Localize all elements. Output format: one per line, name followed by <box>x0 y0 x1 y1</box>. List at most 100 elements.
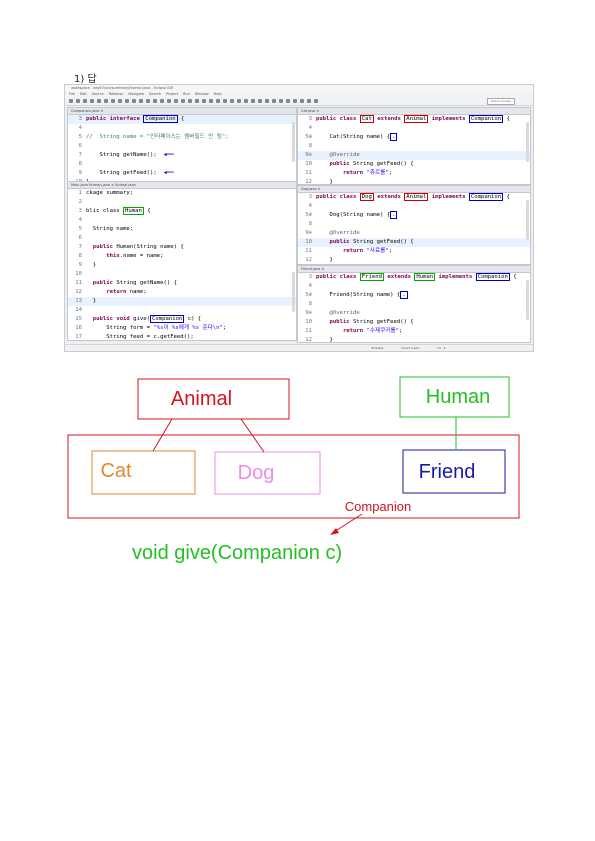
toolbar-icon[interactable] <box>90 99 94 103</box>
toolbar-icon[interactable] <box>174 99 178 103</box>
code-line[interactable]: 5⊕ Cat(String name) {. <box>298 133 530 142</box>
menu-item-project[interactable]: Project <box>166 92 179 96</box>
toolbar-icon[interactable] <box>209 99 213 103</box>
toolbar-icon[interactable] <box>216 99 220 103</box>
menu-item-source[interactable]: Source <box>91 92 104 96</box>
code-line[interactable]: 9⊖ @Override <box>298 151 530 160</box>
toolbar-icon[interactable] <box>307 99 311 103</box>
tab-human[interactable]: Main.java Human.java ✕ Animal.java <box>68 182 296 189</box>
code-line[interactable]: 16 String form = "%s이 %s에게 %s 준다\n"; <box>68 324 296 333</box>
code-line[interactable]: 4 <box>298 282 530 291</box>
code-line[interactable]: 8 <box>68 160 296 169</box>
code-line[interactable]: 14 <box>68 306 296 315</box>
toolbar-icon[interactable] <box>104 99 108 103</box>
toolbar-icon[interactable] <box>153 99 157 103</box>
code-line[interactable]: 12 } <box>298 178 530 184</box>
code-line[interactable]: 4 <box>298 124 530 133</box>
menu-item-file[interactable]: File <box>69 92 75 96</box>
code-line[interactable]: 10 public String getFeed() { <box>298 318 530 327</box>
toolbar-icon[interactable] <box>146 99 150 103</box>
menu-item-refactor[interactable]: Refactor <box>108 92 124 96</box>
toolbar-icon[interactable] <box>237 99 241 103</box>
tab-cat[interactable]: Cat.java ✕ <box>298 108 530 115</box>
toolbar-icon[interactable] <box>258 99 262 103</box>
code-line[interactable]: 11 public String getName() { <box>68 279 296 288</box>
scrollbar[interactable] <box>526 280 529 320</box>
toolbar-icon[interactable] <box>244 99 248 103</box>
code-line[interactable]: 11 return "사료를"; <box>298 247 530 256</box>
code-line[interactable]: 8 <box>298 300 530 309</box>
code-line[interactable]: 12 } <box>298 256 530 264</box>
toolbar-icon[interactable] <box>230 99 234 103</box>
code-line[interactable]: 11 return "수제쿠키를"; <box>298 327 530 336</box>
code-line[interactable]: 9 String getFeed(); ◀━━ <box>68 169 296 178</box>
toolbar-icon[interactable] <box>139 99 143 103</box>
scrollbar[interactable] <box>292 272 295 312</box>
tab-companion[interactable]: Companion.java ✕ <box>68 108 296 115</box>
menu-item-search[interactable]: Search <box>149 92 162 96</box>
code-line[interactable]: 4 <box>68 216 296 225</box>
code-line[interactable]: 11 return "츄르를"; <box>298 169 530 178</box>
toolbar-icon[interactable] <box>132 99 136 103</box>
toolbar-icon[interactable] <box>300 99 304 103</box>
tab-dog[interactable]: Dog.java ✕ <box>298 186 530 193</box>
scrollbar[interactable] <box>526 122 529 162</box>
tab-friend[interactable]: Friend.java ✕ <box>298 266 530 273</box>
menu-item-edit[interactable]: Edit <box>79 92 87 96</box>
code-line[interactable]: 4 <box>68 124 296 133</box>
code-line[interactable]: 9⊖ @Override <box>298 309 530 318</box>
code-line[interactable]: 5⊕ Friend(String name) {. <box>298 291 530 300</box>
toolbar-icon[interactable] <box>293 99 297 103</box>
quick-access-input[interactable]: Quick Access <box>487 98 515 105</box>
toolbar-icon[interactable] <box>125 99 129 103</box>
code-line[interactable]: 5⊕ Dog(String name) {. <box>298 211 530 220</box>
code-line[interactable]: 13 } <box>68 297 296 306</box>
toolbar-icon[interactable] <box>167 99 171 103</box>
code-line[interactable]: 4 <box>298 202 530 211</box>
toolbar-icon[interactable] <box>272 99 276 103</box>
code-line[interactable]: 8 <box>298 142 530 151</box>
code-line[interactable]: 7 public Human(String name) { <box>68 243 296 252</box>
code-line[interactable]: 9⊖ @Override <box>298 229 530 238</box>
toolbar-icon[interactable] <box>76 99 80 103</box>
toolbar-icon[interactable] <box>181 99 185 103</box>
toolbar-icon[interactable] <box>188 99 192 103</box>
menu-item-help[interactable]: Help <box>213 92 222 96</box>
code-line[interactable]: 9 } <box>68 261 296 270</box>
toolbar-icon[interactable] <box>223 99 227 103</box>
menu-item-window[interactable]: Window <box>194 92 209 96</box>
toolbar-icon[interactable] <box>251 99 255 103</box>
code-line[interactable]: 6 <box>68 142 296 151</box>
toolbar-icon[interactable] <box>286 99 290 103</box>
code-line[interactable]: 12 return name; <box>68 288 296 297</box>
code-line[interactable]: 6 <box>68 234 296 243</box>
menu-item-navigate[interactable]: Navigate <box>128 92 145 96</box>
toolbar-icon[interactable] <box>118 99 122 103</box>
code-line[interactable]: 12 } <box>298 336 530 342</box>
code-line[interactable]: 10 <box>68 270 296 279</box>
toolbar-icon[interactable] <box>279 99 283 103</box>
code-line[interactable]: 2 <box>68 198 296 207</box>
scrollbar[interactable] <box>292 122 295 162</box>
toolbar-icon[interactable] <box>265 99 269 103</box>
code-line[interactable]: 5 String name; <box>68 225 296 234</box>
code-line[interactable]: 17 String feed = c.getFeed(); <box>68 333 296 340</box>
toolbar-icon[interactable] <box>195 99 199 103</box>
menu-item-run[interactable]: Run <box>183 92 190 96</box>
code-line[interactable]: 7 String getName(); ◀━━ <box>68 151 296 160</box>
code-line[interactable]: 5// String name = "인터페이스는 멤버필드 안 됨"; <box>68 133 296 142</box>
